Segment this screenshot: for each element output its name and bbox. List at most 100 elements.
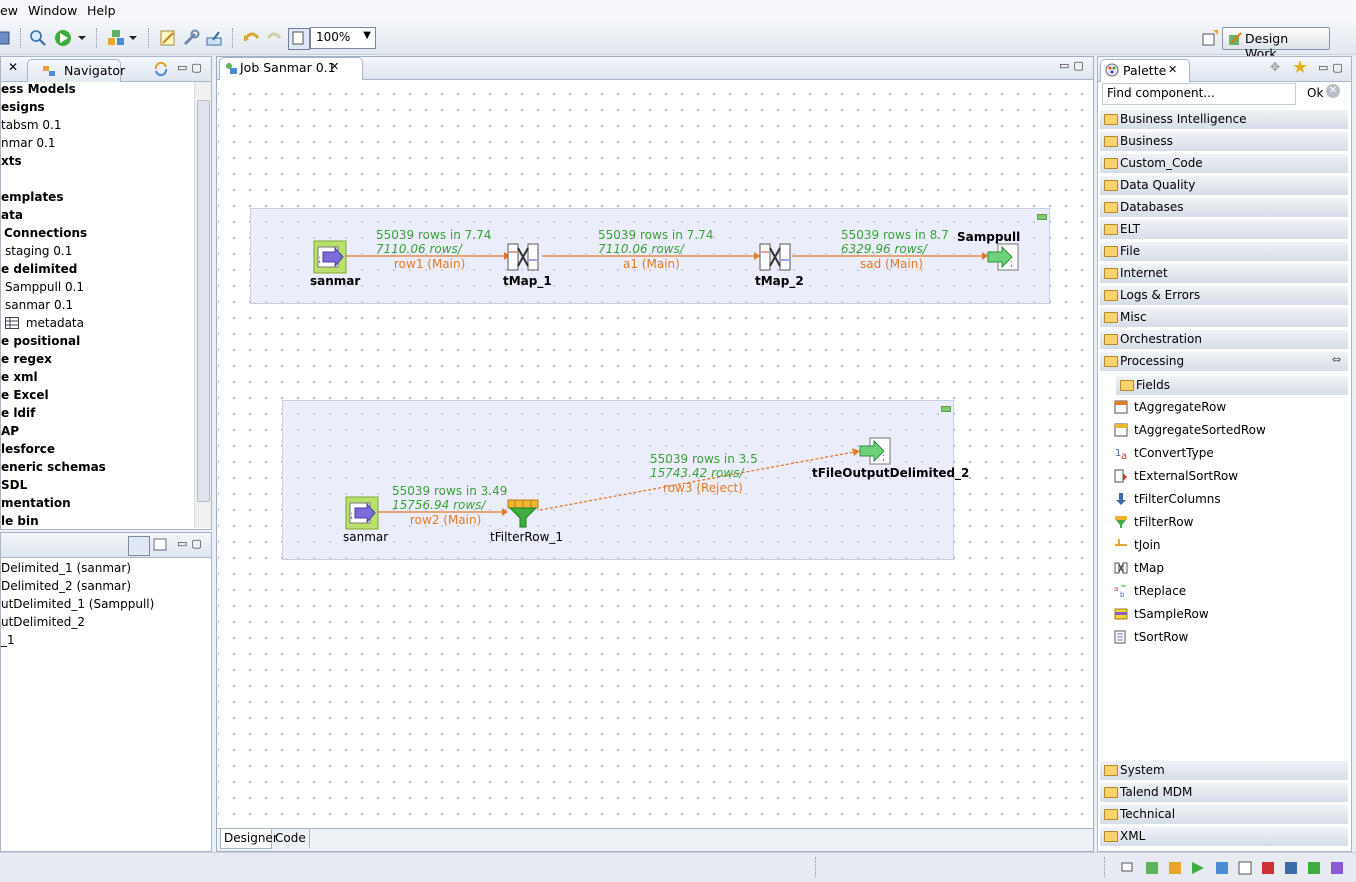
search-icon[interactable] (28, 28, 48, 48)
palette-category-custom-code[interactable]: Custom_Code (1100, 154, 1348, 174)
tree-node[interactable]: ata (1, 208, 23, 222)
palette-item-taggregaterow[interactable]: tAggregateRow (1114, 400, 1226, 414)
tree-node-metadata[interactable]: metadata (5, 316, 84, 330)
outline-item[interactable]: _1 (1, 633, 15, 647)
zoom-combo[interactable]: 100% ▼ (310, 27, 376, 49)
link-label[interactable]: row3 (Reject) (663, 481, 743, 495)
close-tab-icon[interactable]: ✕ (1168, 63, 1178, 76)
tree-node[interactable]: sanmar 0.1 (5, 298, 74, 312)
run-dropdown-icon[interactable] (76, 28, 88, 48)
tab-job-sanmar[interactable]: Job Sanmar 0.1 ✕ (219, 57, 363, 80)
pin-icon[interactable]: ✥ (1270, 60, 1281, 74)
link-label[interactable]: row2 (Main) (410, 513, 482, 527)
tree-node[interactable]: tabsm 0.1 (1, 118, 62, 132)
palette-category-technical[interactable]: Technical (1100, 805, 1348, 825)
clear-search-icon[interactable]: ✕ (1326, 84, 1340, 98)
vertical-scrollbar[interactable] (194, 82, 211, 528)
fast-view-icons[interactable] (1120, 859, 1350, 877)
tab-designer[interactable]: Designer (220, 829, 278, 849)
menu-view[interactable]: ew (0, 3, 18, 18)
minimize-maximize-icon[interactable]: ▭▢ (177, 61, 206, 74)
component-search-input[interactable]: Find component... (1102, 83, 1296, 105)
export-dropdown-icon[interactable] (127, 28, 139, 48)
palette-category-talend-mdm[interactable]: Talend MDM (1100, 783, 1348, 803)
tree-node[interactable]: e delimited (1, 262, 78, 276)
outline-item[interactable]: utDelimited_2 (1, 615, 85, 629)
tree-node[interactable]: e regex (1, 352, 52, 366)
undo-icon[interactable] (242, 28, 262, 48)
subjob-collapse-icon[interactable] (941, 406, 951, 412)
link-label[interactable]: sad (Main) (860, 257, 924, 271)
tab-navigator[interactable]: Navigator (27, 59, 125, 82)
palette-item-tsamplerow[interactable]: tSampleRow (1114, 607, 1209, 621)
palette-item-tsortrow[interactable]: tSortRow (1114, 630, 1188, 644)
palette-category-misc[interactable]: Misc (1100, 308, 1348, 328)
subjob-2[interactable] (282, 400, 954, 560)
tab-code[interactable]: Code (273, 829, 310, 848)
redo-icon[interactable] (264, 28, 284, 48)
perspective-button[interactable]: Design Work... (1222, 27, 1330, 61)
tree-node[interactable]: mentation (1, 496, 71, 510)
tree-node[interactable]: le bin (1, 514, 39, 528)
component-sanmar[interactable]: ; (313, 240, 347, 274)
wrench-icon[interactable] (181, 28, 201, 48)
export-icon[interactable] (106, 28, 126, 48)
outline-item[interactable]: utDelimited_1 (Samppull) (1, 597, 155, 611)
tree-node[interactable]: Samppull 0.1 (5, 280, 85, 294)
link-label[interactable]: row1 (Main) (394, 257, 466, 271)
palette-category-logs-errors[interactable]: Logs & Errors (1100, 286, 1348, 306)
tree-node[interactable]: AP (1, 424, 20, 438)
outline-item[interactable]: Delimited_2 (sanmar) (1, 579, 132, 593)
connection-a1[interactable] (542, 252, 760, 260)
search-ok-button[interactable]: Ok (1307, 86, 1324, 100)
sync-icon[interactable] (153, 61, 169, 77)
tree-node[interactable]: nmar 0.1 (1, 136, 56, 150)
overview-icon[interactable] (153, 538, 169, 552)
tree-node[interactable]: e xml (1, 370, 38, 384)
component-sanmar-2[interactable]: ; (345, 496, 379, 530)
menu-window[interactable]: Window (28, 3, 78, 18)
palette-category-business[interactable]: Business (1100, 132, 1348, 152)
tree-node[interactable]: eneric schemas (1, 460, 106, 474)
tree-node[interactable]: esigns (1, 100, 45, 114)
palette-category-data-quality[interactable]: Data Quality (1100, 176, 1348, 196)
close-icon[interactable]: ✕ (8, 60, 19, 74)
connection-sad[interactable] (792, 252, 988, 260)
connection-row1[interactable] (346, 252, 510, 260)
connection-row3[interactable] (539, 448, 860, 511)
palette-category-elt[interactable]: ELT (1100, 220, 1348, 240)
tree-node[interactable]: xts (1, 154, 22, 168)
palette-category-system[interactable]: System (1100, 761, 1348, 781)
tree-node[interactable]: Connections (4, 226, 88, 240)
minimize-maximize-icon[interactable]: ▭▢ (1059, 59, 1088, 72)
designer-canvas[interactable]: ; sanmar tMap_1 tMap_2 ; Samppull 55039 … (218, 80, 1090, 827)
palette-item-taggregatesortedrow[interactable]: tAggregateSortedRow (1114, 423, 1266, 437)
deploy-icon[interactable] (204, 28, 224, 48)
close-tab-icon[interactable]: ✕ (330, 60, 340, 73)
palette-category-internet[interactable]: Internet (1100, 264, 1348, 284)
tree-node[interactable]: ess Models (1, 82, 76, 96)
open-perspective-icon[interactable] (1200, 28, 1220, 48)
palette-item-tfilterrow[interactable]: tFilterRow (1114, 515, 1193, 529)
palette-item-tfiltercolumns[interactable]: tFilterColumns (1114, 492, 1221, 506)
grid-toggle-icon[interactable] (288, 28, 310, 50)
edit-icon[interactable] (158, 28, 178, 48)
menu-help[interactable]: Help (87, 3, 116, 18)
tree-node[interactable]: staging 0.1 (5, 244, 73, 258)
minimize-maximize-icon[interactable]: ▭▢ (177, 537, 206, 550)
minimize-maximize-icon[interactable]: ▭▢ (1318, 61, 1347, 74)
outline-item[interactable]: Delimited_1 (sanmar) (1, 561, 132, 575)
connection-row2[interactable] (378, 508, 508, 516)
tree-view-icon[interactable] (128, 536, 150, 556)
palette-category-xml[interactable]: XML (1100, 827, 1348, 847)
component-tfilterrow-1[interactable] (506, 496, 540, 530)
component-tmap-1[interactable] (506, 240, 540, 274)
run-icon[interactable] (54, 28, 74, 48)
component-samppull[interactable]: ; (986, 240, 1020, 274)
tree-node[interactable]: e Excel (1, 388, 49, 402)
collapse-arrows-icon[interactable]: ⇔ (1332, 353, 1342, 366)
tree-node[interactable]: lesforce (1, 442, 56, 456)
tree-node[interactable]: SDL (1, 478, 28, 492)
palette-item-texternalsortrow[interactable]: tExternalSortRow (1114, 469, 1238, 483)
